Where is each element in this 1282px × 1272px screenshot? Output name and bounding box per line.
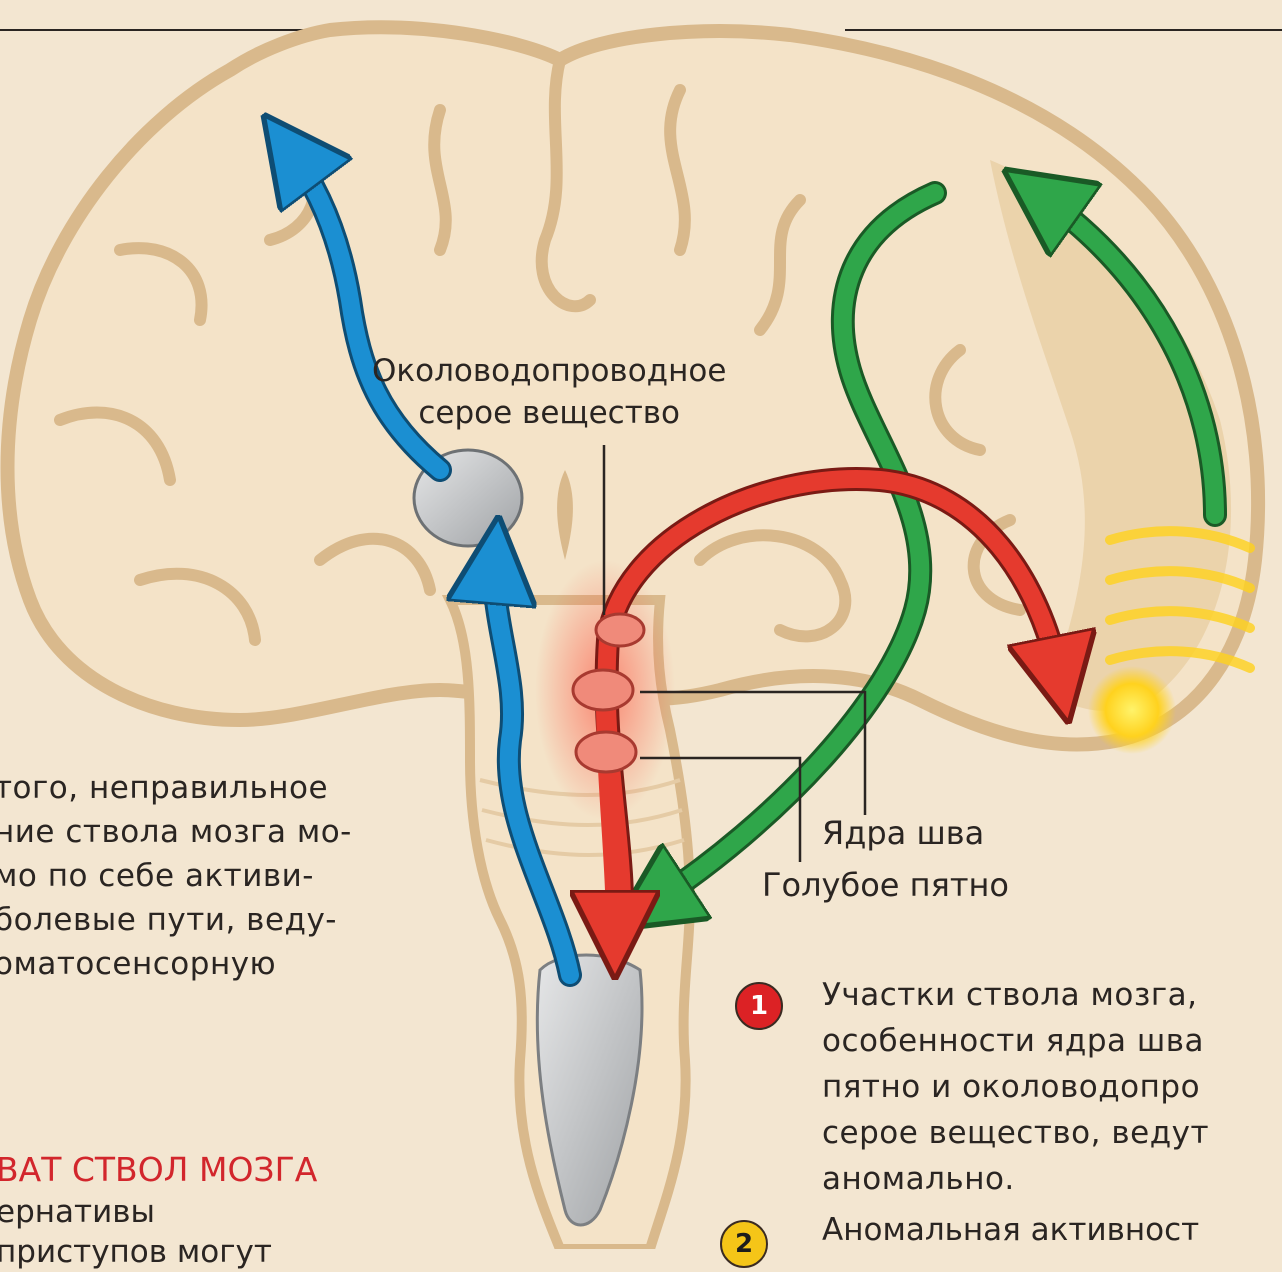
locus-coeruleus-label: Голубое пятно — [762, 866, 1009, 904]
pag-label-line2: серое вещество — [372, 392, 726, 434]
left-line-4: болевые пути, веду- — [0, 898, 352, 942]
left-line-5: оматосенсорную — [0, 942, 352, 986]
raphe-nuclei-label: Ядра шва — [822, 814, 984, 852]
item-1-line-3: пятно и околоводопро — [822, 1064, 1209, 1110]
left-line-2: ние ствола мозга мо- — [0, 810, 352, 854]
alt-paragraph: ернативы приступов могут — [0, 1192, 272, 1272]
item-1-line-2: особенности ядра шва — [822, 1018, 1209, 1064]
left-paragraph: того, неправильное ние ствола мозга мо- … — [0, 766, 352, 986]
pag-label-line1: Околоводопроводное — [372, 350, 726, 392]
item-1-line-4: серое вещество, ведут — [822, 1110, 1209, 1156]
pag-nucleus — [596, 614, 644, 646]
left-line-1: того, неправильное — [0, 766, 352, 810]
left-line-3: мо по себе активи- — [0, 854, 352, 898]
pain-focus — [1088, 666, 1176, 754]
raphe-nucleus — [573, 670, 633, 710]
item-1-badge: 1 — [735, 982, 783, 1030]
item-1-text: Участки ствола мозга, особенности ядра ш… — [822, 972, 1209, 1202]
item-1-line-5: аномально. — [822, 1156, 1209, 1202]
item-2-text: Аномальная активност — [822, 1212, 1199, 1248]
locus-coeruleus-nucleus — [576, 732, 636, 772]
section-title: ВАТ СТВОЛ МОЗГА — [0, 1150, 317, 1189]
item-2-badge: 2 — [720, 1220, 768, 1268]
alt-line-2: приступов могут — [0, 1232, 272, 1272]
alt-line-1: ернативы — [0, 1192, 272, 1232]
pag-label: Околоводопроводное серое вещество — [372, 350, 726, 434]
item-1-line-1: Участки ствола мозга, — [822, 972, 1209, 1018]
